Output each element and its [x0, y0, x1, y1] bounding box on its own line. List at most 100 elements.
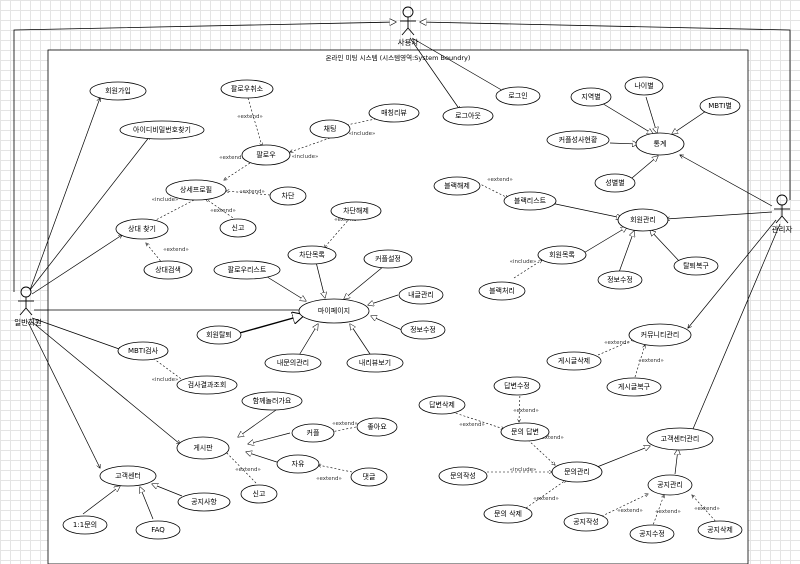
connector-line: [297, 324, 318, 358]
label-gender: 성별별: [605, 178, 624, 187]
connector-line: [31, 321, 180, 444]
connector-line: [27, 321, 100, 468]
label-inquiry-delete: 문의 삭제: [494, 509, 522, 518]
uc-notice-write: [563, 512, 609, 532]
label-chat: 채팅: [324, 124, 337, 133]
connector-line: [477, 182, 508, 198]
connector-line: [140, 487, 154, 520]
label-extend: «extend»: [334, 217, 360, 223]
uc-partner-search: [143, 260, 193, 280]
label-stats: 통계: [654, 139, 667, 148]
label-couple-set: 커플설정: [375, 254, 401, 263]
label-extend: «extend»: [163, 247, 189, 253]
label-black-proc: 블랙처리: [489, 286, 515, 295]
connector-line: [29, 136, 150, 291]
label-notice-edit: 공지수정: [639, 529, 665, 538]
uc-inquiry-mgmt: [551, 461, 603, 483]
label-bl-release: 블랙해제: [444, 181, 470, 190]
uc-member-mgmt: [617, 208, 669, 232]
uc-my-info: [398, 285, 444, 305]
connector-line: [19, 307, 27, 316]
admin-associations: [666, 155, 781, 436]
connector-line: [25, 307, 33, 316]
connector-line: [599, 101, 653, 134]
label-post-delete: 게시글삭제: [558, 356, 590, 365]
uc-notice-mgmt: [647, 474, 693, 496]
connector-line: [545, 201, 622, 218]
label-info-edit: 정보수정: [410, 325, 436, 334]
connector-line: [224, 162, 251, 180]
label-blacklist: 블랙리스트: [514, 196, 547, 205]
label-extend: «extend»: [219, 155, 245, 161]
uc-cs-mgmt: [646, 427, 714, 451]
uc-faq: [135, 520, 181, 540]
connector-line: [82, 486, 120, 515]
use-case-ellipses: [62, 76, 743, 544]
label-find-partner: 상대 찾기: [128, 224, 156, 233]
uc-withdraw: [196, 325, 242, 345]
connector-line: [31, 235, 122, 295]
connector-line: [150, 199, 195, 223]
generalization-admin-user: [420, 22, 791, 200]
label-logout: 로그아웃: [455, 111, 481, 120]
diagram-shape: [20, 286, 32, 298]
connector-line: [597, 494, 648, 519]
label-follow-cancel: 팔로우취소: [231, 84, 264, 93]
label-report2: 신고: [253, 489, 266, 498]
label-include: «include»: [292, 154, 319, 160]
uc-gender: [594, 173, 636, 193]
label-extend: «extend»: [210, 208, 236, 214]
label-extend: «extend»: [538, 435, 564, 441]
connector-line: [680, 155, 773, 207]
label-extend: «extend»: [316, 476, 342, 482]
label-couple: 커플: [307, 428, 320, 437]
label-include: «include»: [349, 131, 376, 137]
label-info-edit2: 정보수정: [607, 275, 633, 284]
label-chat-box: 함께놀러가요: [253, 396, 292, 405]
label-notice: 공지사항: [191, 497, 217, 506]
label-notice-write: 공지작성: [573, 517, 599, 526]
label-login: 로그인: [508, 91, 527, 100]
connector-line: [645, 96, 657, 133]
actor-admin: 관리자: [772, 194, 792, 234]
diagram-shape: [776, 194, 788, 206]
dependency-arrows: [146, 97, 719, 529]
connector-line: [666, 211, 773, 219]
label-follow: 팔로우: [256, 150, 276, 159]
label-like: 좋아요: [367, 422, 387, 431]
label-age: 나이별: [634, 81, 653, 90]
uc-my-review: [346, 353, 404, 373]
uc-answer-edit: [493, 376, 541, 396]
uc-couple: [291, 423, 335, 443]
uc-follow-cancel: [220, 79, 274, 99]
label-block-list: 차단목록: [299, 250, 325, 259]
label-profile: 상세프로필: [180, 185, 212, 194]
label-extend: «extend»: [617, 508, 643, 514]
uc-chat-box: [241, 391, 303, 411]
label-block: 차단: [282, 191, 295, 200]
uc-report1: [219, 218, 257, 238]
uc-notice-edit: [629, 524, 675, 544]
connector-line: [290, 137, 331, 152]
connector-line: [591, 446, 650, 470]
label-inquiry-answer: 문의 답변: [511, 427, 539, 436]
uc-block-list: [287, 245, 337, 265]
connector-line: [401, 27, 409, 36]
label-inquiry-write: 문의작성: [450, 471, 476, 480]
connector-line: [597, 339, 635, 356]
uc-answer-delete: [418, 395, 466, 415]
label-mbti-test: MBTI검사: [128, 346, 159, 355]
uc-bl-release: [433, 176, 481, 196]
label-community: 커뮤니티관리: [641, 330, 680, 339]
uc-couple-set: [363, 249, 413, 269]
connector-line: [409, 37, 460, 110]
label-cs-mgmt: 고객센터관리: [661, 434, 700, 443]
uc-mypage: [298, 298, 370, 324]
label-extend: «extend»: [655, 509, 681, 515]
diagram-shape: [402, 6, 414, 18]
generalization-arrows: [82, 96, 713, 520]
label-extend: «extend»: [533, 496, 559, 502]
connector-line: [238, 409, 277, 437]
uc-chat: [309, 119, 351, 139]
